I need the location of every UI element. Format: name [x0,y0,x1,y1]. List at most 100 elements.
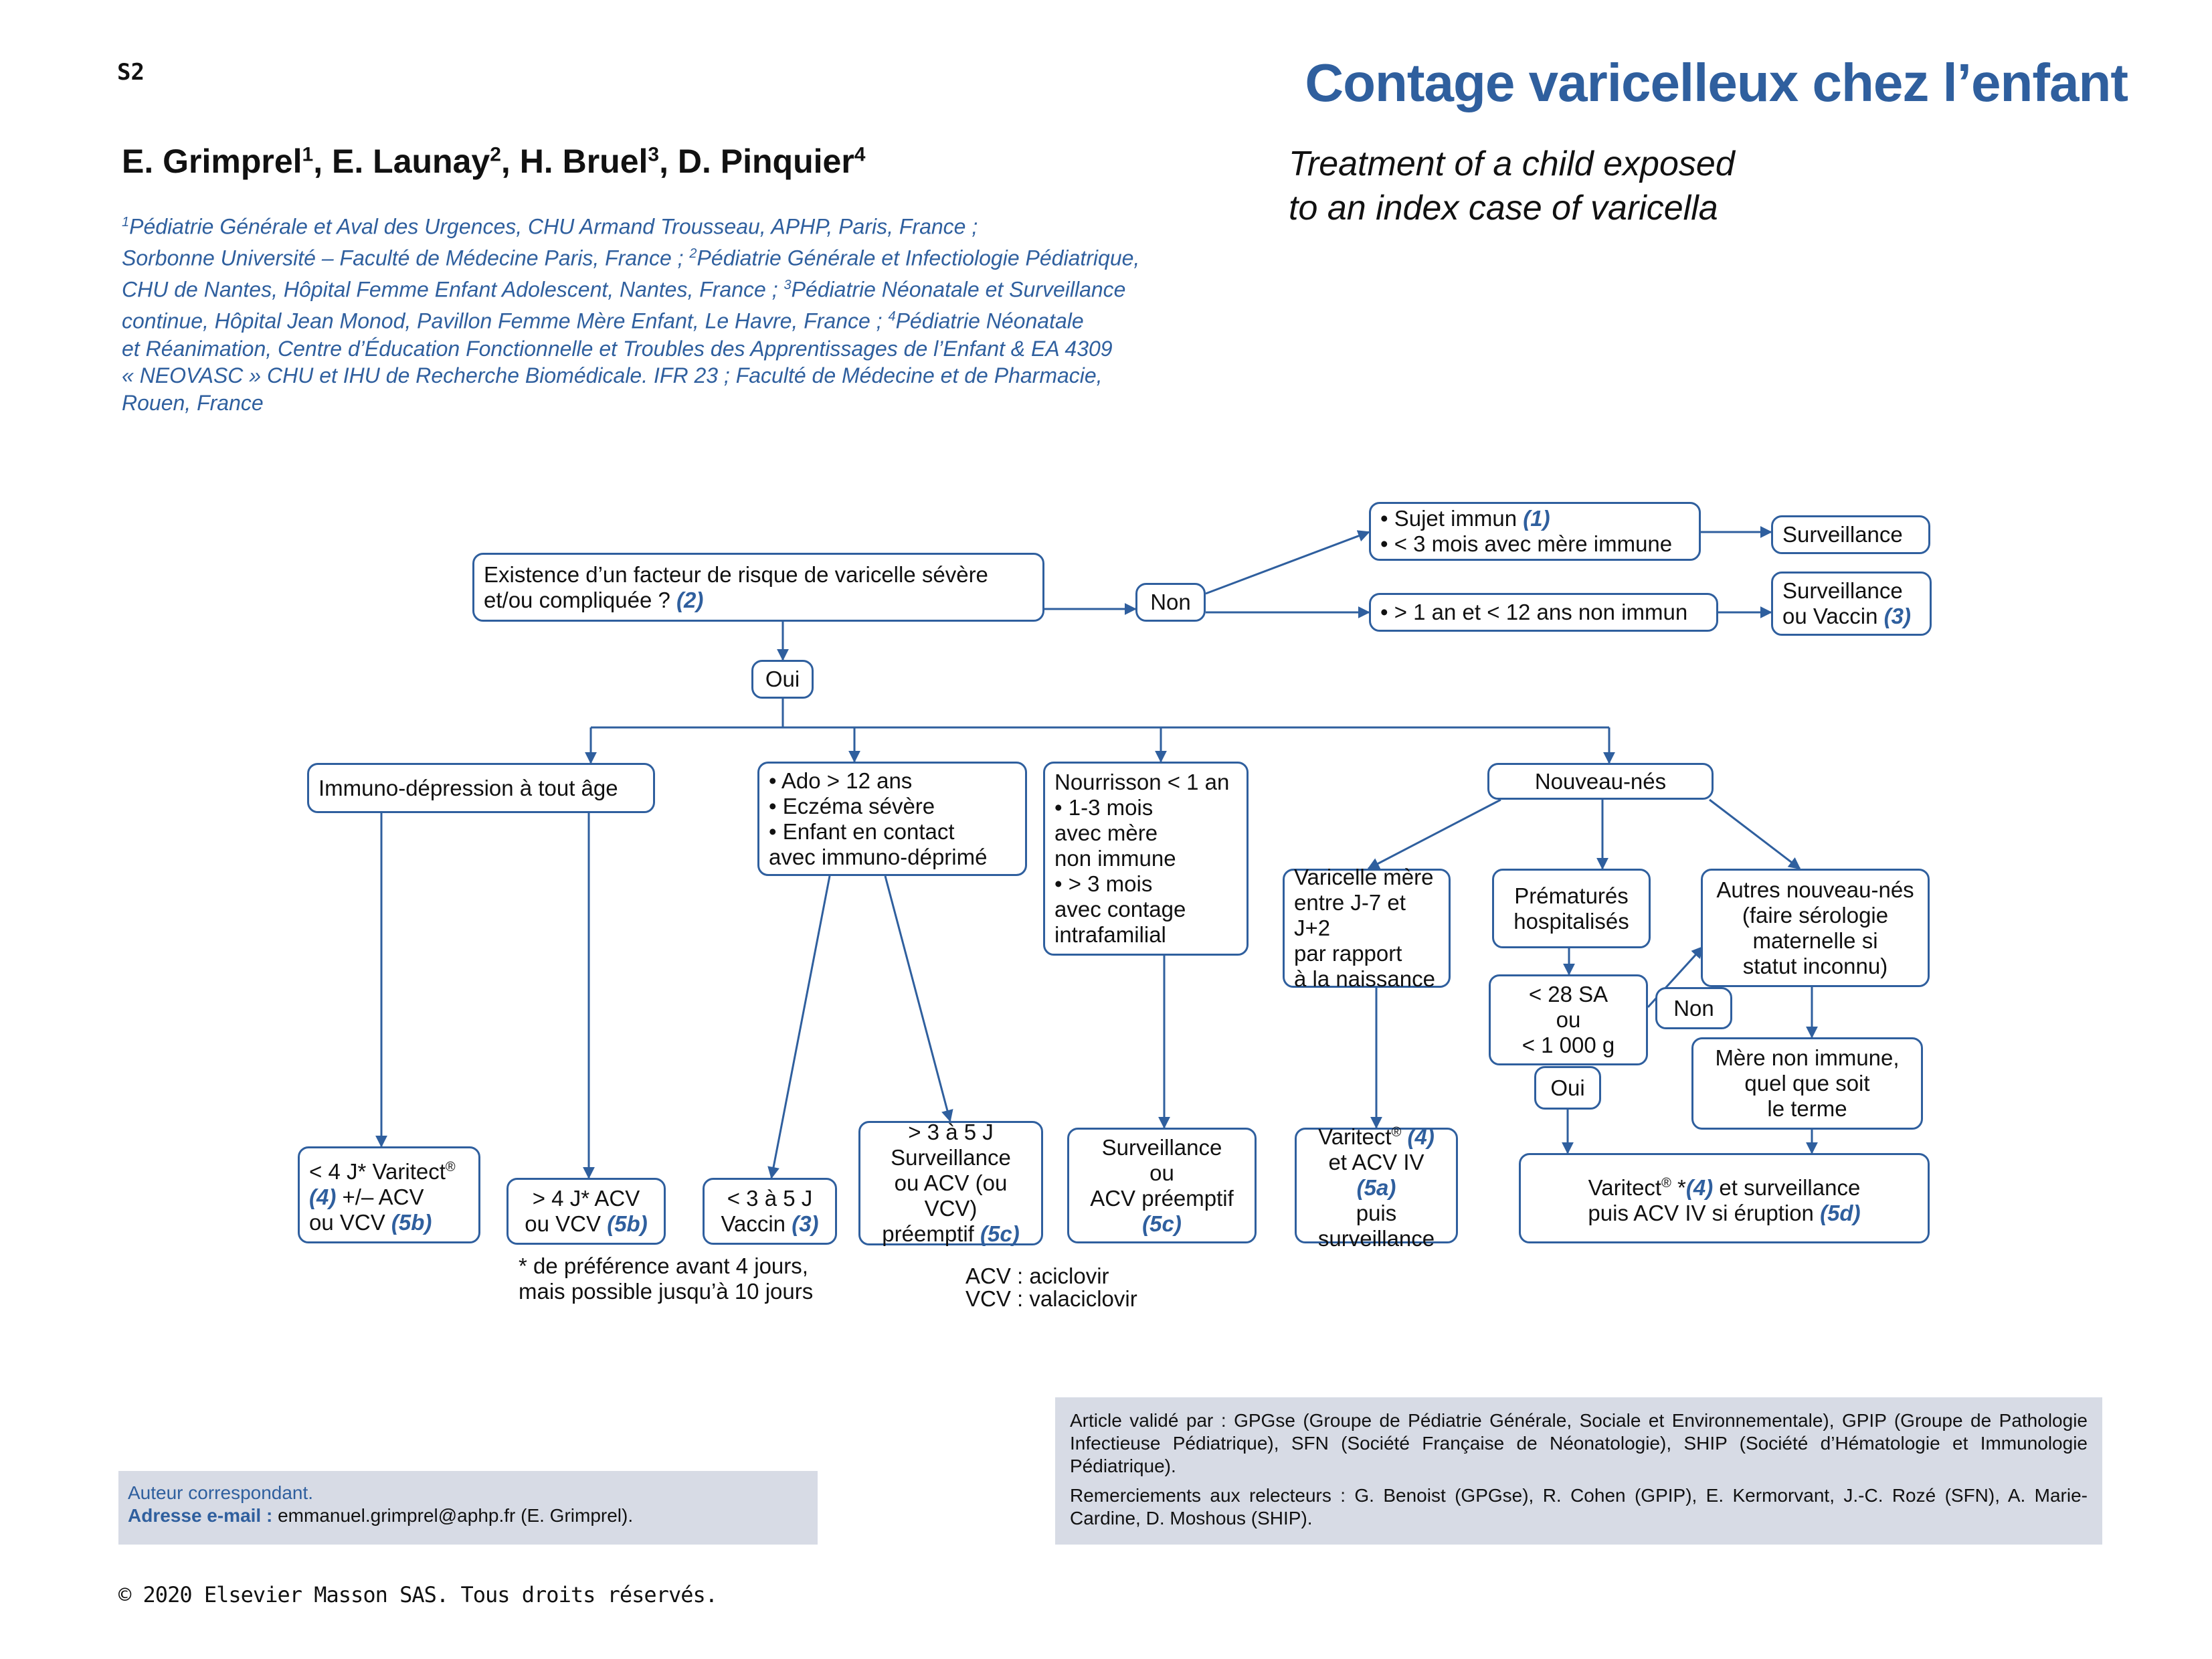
validation-panel: Article validé par : GPGse (Groupe de Pé… [1055,1397,2102,1545]
reference-label: (5c) [980,1221,1020,1246]
box-non-immune: • > 1 an et < 12 ans non immun [1369,593,1718,632]
author-sup: 2 [490,143,501,166]
affiliation-sup: 2 [689,246,697,262]
affiliation-line: Sorbonne Université – Faculté de Médecin… [122,240,1139,272]
box-text: > 4 J* ACV ou VCV [525,1186,640,1236]
reference-label: (5a) [1356,1175,1396,1200]
box-autres-nn: Autres nouveau-nés (faire sérologie mate… [1701,869,1930,987]
box-text: < 4 J* Varitect [309,1159,446,1184]
reference-label: (5c) [1142,1211,1182,1236]
box-r-acv4: > 4 J* ACV ou VCV (5b) [506,1178,666,1245]
subtitle-line: Treatment of a child exposed [1289,145,1735,183]
reference-label: (2) [676,587,704,612]
reference-label: (4) [1685,1175,1714,1200]
author-name: H. Bruel [519,143,648,180]
box-varicelle-mere: Varicelle mère entre J-7 et J+2 par rapp… [1283,865,1451,991]
box-text [1401,1124,1407,1149]
box-text: • > 1 an et < 12 ans non immun [1380,600,1688,624]
affiliations: 1Pédiatrie Générale et Aval des Urgences… [122,209,1139,416]
affiliation-line: continue, Hôpital Jean Monod, Pavillon F… [122,303,1139,335]
affiliation-line: et Réanimation, Centre d’Éducation Fonct… [122,335,1139,363]
box-text: ® [1391,1125,1402,1140]
reference-label: (4) [309,1185,337,1209]
box-r-varitect-surv: Varitect® *(4) et surveillance puis ACV … [1519,1153,1930,1243]
affiliation-text: Pédiatrie Néonatale et Surveillance [791,277,1126,302]
box-ado: • Ado > 12 ans • Eczéma sévère • Enfant … [757,762,1027,876]
reference-label: (5d) [1820,1201,1861,1225]
reference-label: (3) [1883,604,1911,628]
box-r-vaccin35: < 3 à 5 J Vaccin (3) [703,1178,837,1245]
author-sup: 3 [648,143,660,166]
affiliation-text: Rouen, France [122,390,264,415]
affiliation-sup: 3 [784,278,792,293]
affiliation-text: Pédiatrie Générale et Infectiologie Pédi… [697,246,1140,270]
box-text: ® [445,1160,456,1174]
connector-arrow [884,875,953,1122]
box-text: puis surveillance [1317,1201,1435,1251]
connector-arrow [1709,798,1801,870]
box-text: Surveillance ou Vaccin [1782,578,1903,628]
box-text: • Sujet immun [1380,506,1524,531]
box-text: Varitect [1318,1124,1392,1149]
box-text: > 3 à 5 J Surveillance ou ACV (ou VCV) p… [882,1120,1011,1246]
copyright: © 2020 Elsevier Masson SAS. Tous droits … [118,1582,718,1607]
footnote-abbreviations: ACV : aciclovir VCV : valaciclovir [965,1263,1137,1311]
author-name: E. Launay [332,143,490,180]
affiliation-sup: 4 [888,309,896,325]
affiliation-sup: 1 [122,215,130,230]
box-r-surv-acv: Surveillance ou ACV préemptif (5c) [1067,1128,1257,1243]
connector-arrow [1205,530,1370,595]
affiliation-text: « NEOVASC » CHU et IHU de Recherche Biom… [122,363,1103,388]
box-text: < 3 à 5 J Vaccin [721,1186,813,1236]
box-text: Oui [765,667,800,691]
affiliation-text: Pédiatrie Générale et Aval des Urgences,… [129,214,978,239]
box-text: et ACV IV [1328,1150,1424,1174]
box-text: +/– ACV ou VCV [309,1185,424,1235]
english-subtitle: Treatment of a child exposed to an index… [1289,142,1735,230]
box-oui2: Oui [1534,1066,1601,1110]
affiliation-text: et Réanimation, Centre d’Éducation Fonct… [122,336,1113,361]
box-text: et surveillance puis ACV IV si éruption [1588,1175,1861,1225]
box-r-varitect4: < 4 J* Varitect® (4) +/– ACV ou VCV (5b) [298,1146,480,1243]
box-text: Existence d’un facteur de risque de vari… [484,561,988,612]
box-text: Non [1673,995,1714,1021]
box-text: Autres nouveau-nés (faire sérologie mate… [1716,877,1914,978]
affiliation-line: CHU de Nantes, Hôpital Femme Enfant Adol… [122,272,1139,303]
box-sa28: < 28 SA ou < 1 000 g [1489,974,1648,1065]
affiliation-line: 1Pédiatrie Générale et Aval des Urgences… [122,209,1139,240]
affiliation-line: « NEOVASC » CHU et IHU de Recherche Biom… [122,362,1139,389]
corresponding-author-panel: Auteur correspondant. Adresse e-mail : e… [118,1471,818,1545]
box-text: Varitect [1588,1175,1662,1200]
box-surv-vaccin: Surveillance ou Vaccin (3) [1771,572,1932,636]
email-link[interactable]: emmanuel.grimprel@aphp.fr (E. Grimprel). [278,1505,634,1526]
box-immune: • Sujet immun (1) • < 3 mois avec mère i… [1369,502,1701,561]
box-immuno: Immuno-dépression à tout âge [307,763,655,813]
reference-label: (5b) [607,1211,648,1236]
connector-arrow [767,875,831,1179]
validation-text: Article validé par : GPGse (Groupe de Pé… [1070,1410,2088,1476]
box-text: Surveillance ou ACV préemptif [1090,1134,1234,1211]
box-text: Prématurés hospitalisés [1513,883,1629,934]
box-text: Nourrisson < 1 an • 1-3 mois avec mère n… [1054,770,1230,947]
box-text: Oui [1550,1075,1585,1100]
box-prematures: Prématurés hospitalisés [1492,869,1651,948]
box-oui1: Oui [751,660,814,699]
author-name: E. Grimprel [122,143,302,180]
subtitle-line: to an index case of varicella [1289,189,1718,228]
connector-arrow [1367,798,1501,870]
box-risk-question: Existence d’un facteur de risque de vari… [472,553,1044,622]
box-r-surv35: > 3 à 5 J Surveillance ou ACV (ou VCV) p… [858,1120,1043,1246]
box-non2: Non [1655,987,1732,1029]
footnote-preference: * de préférence avant 4 jours, mais poss… [519,1253,814,1304]
box-text: ® [1661,1176,1671,1191]
affiliation-text: Pédiatrie Néonatale [895,309,1084,334]
box-text: * [1671,1175,1686,1200]
author-sup: 4 [854,143,866,166]
corresponding-label: Auteur correspondant. [128,1482,314,1503]
box-text: Surveillance [1782,522,1903,547]
reference-label: (3) [792,1211,819,1236]
author-name: D. Pinquier [677,143,854,180]
box-text: < 28 SA ou < 1 000 g [1522,982,1615,1057]
affiliation-text: continue, Hôpital Jean Monod, Pavillon F… [122,309,889,334]
author-sep: , [659,143,678,180]
